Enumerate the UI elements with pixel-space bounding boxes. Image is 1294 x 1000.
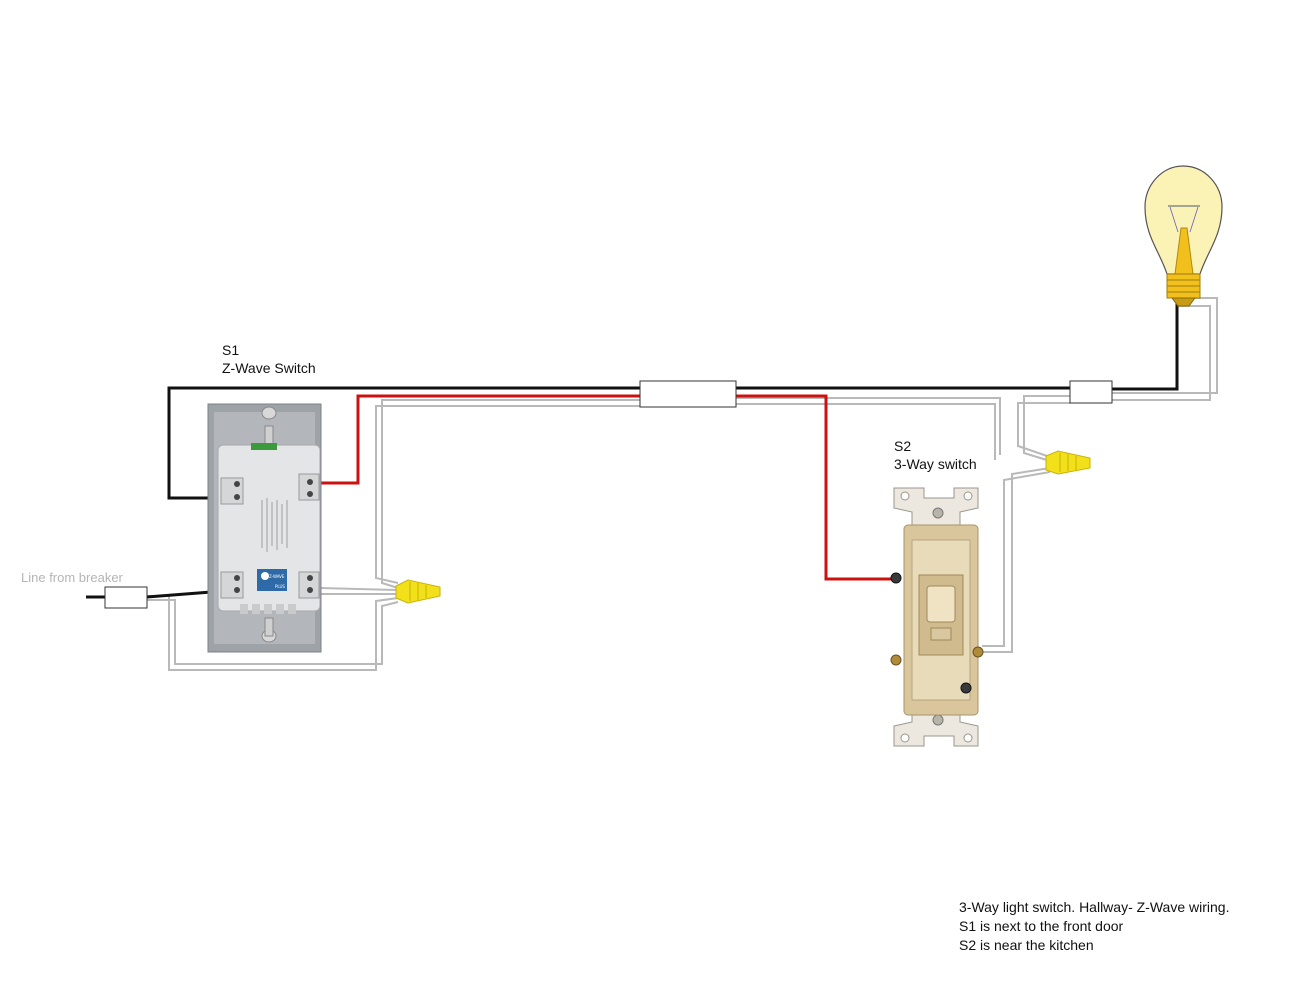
caption-line-1: 3-Way light switch. Hallway- Z-Wave wiri… bbox=[959, 899, 1230, 915]
caption-line-3: S2 is near the kitchen bbox=[959, 937, 1094, 953]
wire-nut-s1 bbox=[395, 579, 441, 604]
traveler-wire bbox=[312, 394, 893, 581]
zwave-plus-badge: Z-WAVE PLUS bbox=[257, 569, 287, 591]
zwave-switch-s1 bbox=[207, 403, 322, 653]
zwave-brand-text: Z-WAVE bbox=[269, 574, 285, 579]
junction-box-center bbox=[639, 380, 737, 408]
junction-box-right bbox=[1069, 380, 1113, 404]
s1-type-label: Z-Wave Switch bbox=[222, 360, 316, 376]
light-bulb bbox=[1144, 165, 1223, 307]
hot-wires bbox=[86, 303, 1179, 599]
s1-id-label: S1 bbox=[222, 342, 240, 358]
zwave-tier-text: PLUS bbox=[275, 584, 285, 589]
diagram-caption: 3-Way light switch. Hallway- Z-Wave wiri… bbox=[959, 898, 1229, 955]
junction-box-line bbox=[104, 586, 148, 609]
s2-type-label: 3-Way switch bbox=[894, 456, 977, 472]
s2-id-label: S2 bbox=[894, 438, 912, 454]
three-way-switch-s2 bbox=[890, 487, 984, 747]
line-from-breaker-label: Line from breaker bbox=[21, 570, 123, 585]
wire-nut-s2 bbox=[1045, 450, 1091, 475]
caption-line-2: S1 is next to the front door bbox=[959, 918, 1124, 934]
